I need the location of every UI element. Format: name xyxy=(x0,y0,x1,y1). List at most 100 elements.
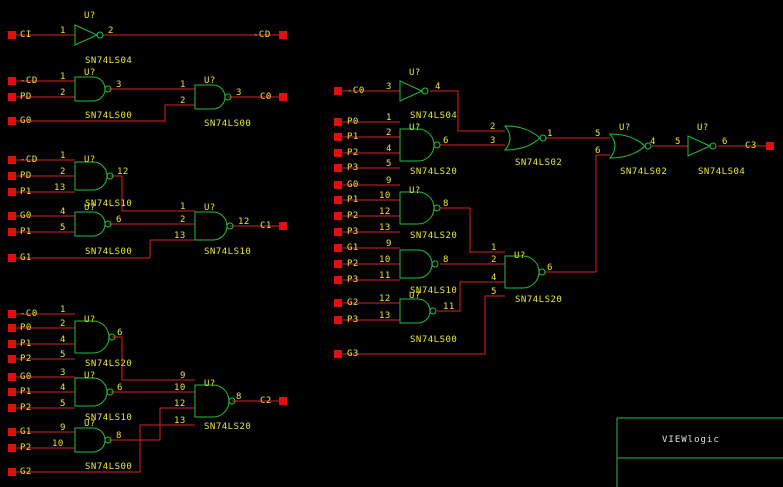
part-label: SN74LS00 xyxy=(204,119,251,129)
pin-number: 6 xyxy=(117,383,123,393)
inverter-gate xyxy=(687,135,717,157)
pin-number: 6 xyxy=(443,136,449,146)
pin-number: 1 xyxy=(180,80,186,90)
pin-number: 4 xyxy=(60,335,66,345)
signal-label: P1 xyxy=(347,195,359,205)
pin-number: 2 xyxy=(386,128,392,138)
instance-label: U? xyxy=(409,291,421,301)
signal-label: P2 xyxy=(20,443,32,453)
instance-label: U? xyxy=(409,123,421,133)
pin-number: 8 xyxy=(236,392,242,402)
pin-number: 4 xyxy=(435,82,441,92)
pin-number: 13 xyxy=(54,183,66,193)
pin-number: 1 xyxy=(60,26,66,36)
signal-label: G2 xyxy=(347,298,359,308)
nand4-gate xyxy=(74,320,116,354)
instance-label: U? xyxy=(409,68,421,78)
signal-label: P2 xyxy=(347,148,359,158)
signal-label: G3 xyxy=(347,349,359,359)
signal-label: P1 xyxy=(20,227,32,237)
part-label: SN74LS10 xyxy=(85,199,132,209)
signal-label: G2 xyxy=(20,467,32,477)
pin-number: 3 xyxy=(236,88,242,98)
signal-label: G1 xyxy=(20,253,32,263)
part-label: SN74LS00 xyxy=(85,462,132,472)
signal-label: P2 xyxy=(347,259,359,269)
instance-label: U? xyxy=(697,123,709,133)
instance-label: U? xyxy=(204,379,216,389)
pin-number: 10 xyxy=(174,383,186,393)
instance-label: U? xyxy=(514,251,526,261)
signal-label: P0 xyxy=(347,117,359,127)
inverter-gate xyxy=(399,80,429,102)
pin-number: 8 xyxy=(116,431,122,441)
pin-number: 1 xyxy=(60,72,66,82)
nand3-gate xyxy=(74,161,114,191)
pin-number: 6 xyxy=(547,263,553,273)
pin-number: 4 xyxy=(650,137,656,147)
pin-number: 9 xyxy=(386,176,392,186)
signal-label: -CD xyxy=(20,155,38,165)
pin-number: 12 xyxy=(379,294,391,304)
pin-number: 1 xyxy=(547,129,553,139)
pin-number: 9 xyxy=(60,423,66,433)
signal-label: G0 xyxy=(20,116,32,126)
part-label: SN74LS10 xyxy=(204,247,251,257)
nor-gate xyxy=(609,133,652,159)
pin-number: 12 xyxy=(238,217,250,227)
instance-label: U? xyxy=(84,11,96,21)
pin-number: 3 xyxy=(116,80,122,90)
inverter-gate xyxy=(74,24,104,46)
output-label: C0 xyxy=(260,92,272,102)
nand-gate xyxy=(74,76,112,102)
signal-label: P1 xyxy=(20,339,32,349)
pin-number: 2 xyxy=(180,215,186,225)
signal-label: P0 xyxy=(20,323,32,333)
nand4-gate xyxy=(399,191,441,225)
part-label: SN74LS00 xyxy=(410,335,457,345)
pin-number: 5 xyxy=(491,287,497,297)
pin-number: 5 xyxy=(60,350,66,360)
pin-number: 6 xyxy=(595,146,601,156)
signal-label: PD xyxy=(20,171,32,181)
pin-number: 13 xyxy=(174,231,186,241)
pin-number: 1 xyxy=(60,151,66,161)
part-label: SN74LS04 xyxy=(85,56,132,66)
signal-label: -C0 xyxy=(20,309,38,319)
output-label: C3 xyxy=(745,141,757,151)
instance-label: U? xyxy=(619,123,631,133)
pin-number: 8 xyxy=(443,199,449,209)
signal-label: G0 xyxy=(20,211,32,221)
part-label: SN74LS04 xyxy=(410,111,457,121)
nand3-gate xyxy=(399,249,439,279)
pin-number: 12 xyxy=(174,399,186,409)
signal-label: G0 xyxy=(347,180,359,190)
pin-number: 13 xyxy=(379,223,391,233)
part-label: SN74LS20 xyxy=(410,167,457,177)
output-label: -CD xyxy=(253,30,271,40)
labels: CI -CD PD G0 -CD PD P1 G0 P1 G1 -C0 P0 P… xyxy=(20,11,757,477)
instance-label: U? xyxy=(84,203,96,213)
signal-label: P2 xyxy=(347,211,359,221)
pin-number: 11 xyxy=(443,302,455,312)
pin-number: 1 xyxy=(180,202,186,212)
pin-number: 2 xyxy=(491,255,497,265)
pin-number: 6 xyxy=(116,215,122,225)
pin-number: 5 xyxy=(675,137,681,147)
signal-label: P1 xyxy=(20,187,32,197)
nand3-gate xyxy=(194,211,234,241)
signal-label: -C0 xyxy=(347,86,365,96)
viewlogic-logo: VIEWlogic xyxy=(662,435,720,445)
instance-label: U? xyxy=(204,203,216,213)
part-label: SN74LS10 xyxy=(85,413,132,423)
part-label: SN74LS20 xyxy=(410,231,457,241)
output-pads xyxy=(279,31,774,405)
instance-label: U? xyxy=(204,76,216,86)
output-label: C2 xyxy=(260,396,272,406)
pin-number: 6 xyxy=(117,328,123,338)
part-label: SN74LS02 xyxy=(515,158,562,168)
instance-label: U? xyxy=(84,68,96,78)
pin-number: 2 xyxy=(60,319,66,329)
signal-label: P1 xyxy=(347,132,359,142)
